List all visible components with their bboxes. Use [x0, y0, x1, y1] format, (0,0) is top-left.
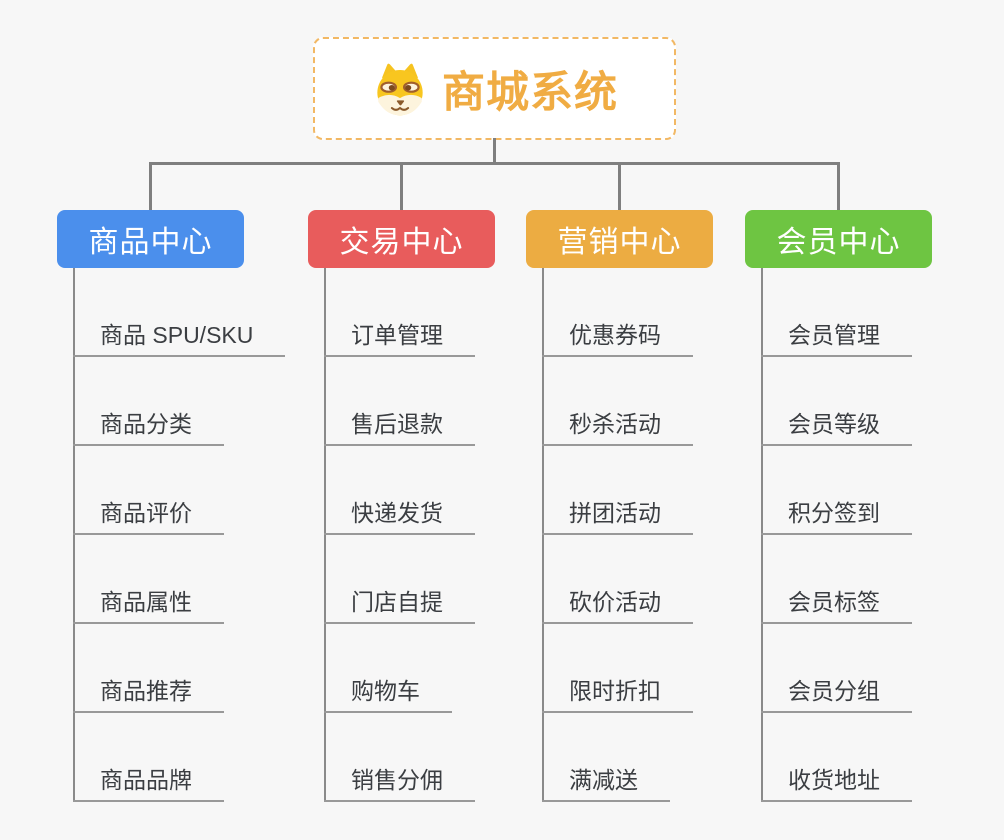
branch-children-trade-center: 订单管理 售后退款 快递发货 门店自提 购物车 销售分佣	[308, 268, 558, 808]
child-node[interactable]: 商品品牌	[73, 766, 224, 802]
branch-children-product-center: 商品 SPU/SKU 商品分类 商品评价 商品属性 商品推荐 商品品牌	[57, 268, 307, 808]
child-node[interactable]: 商品 SPU/SKU	[73, 321, 286, 357]
branch-node-member-center[interactable]: 会员中心	[745, 210, 932, 268]
child-node[interactable]: 秒杀活动	[542, 410, 693, 446]
child-node[interactable]: 优惠券码	[542, 321, 693, 357]
dog-face-icon	[377, 63, 423, 115]
branch-children-marketing-center: 优惠券码 秒杀活动 拼团活动 砍价活动 限时折扣 满减送	[526, 268, 776, 808]
connector-branch-stem	[618, 162, 621, 210]
branch-node-trade-center[interactable]: 交易中心	[308, 210, 495, 268]
connector-child-vline	[542, 268, 544, 802]
child-node[interactable]: 销售分佣	[324, 766, 475, 802]
child-node[interactable]: 商品推荐	[73, 677, 224, 713]
child-node[interactable]: 快递发货	[324, 499, 475, 535]
root-title: 商城系统	[442, 68, 618, 117]
child-node[interactable]: 商品属性	[73, 588, 224, 624]
child-node[interactable]: 售后退款	[324, 410, 475, 446]
child-node[interactable]: 门店自提	[324, 588, 475, 624]
child-node[interactable]: 砍价活动	[542, 588, 693, 624]
connector-horizontal-bar	[149, 162, 840, 165]
child-node[interactable]: 拼团活动	[542, 499, 693, 535]
branch-children-member-center: 会员管理 会员等级 积分签到 会员标签 会员分组 收货地址	[745, 268, 995, 808]
child-node[interactable]: 会员标签	[761, 588, 912, 624]
branch-node-product-center[interactable]: 商品中心	[57, 210, 244, 268]
child-node[interactable]: 商品评价	[73, 499, 224, 535]
child-node[interactable]: 会员等级	[761, 410, 912, 446]
connector-branch-stem	[149, 162, 152, 210]
connector-child-vline	[761, 268, 763, 802]
connector-root-stem	[493, 138, 496, 165]
connector-child-vline	[73, 268, 75, 802]
child-node[interactable]: 购物车	[324, 677, 452, 713]
child-node[interactable]: 订单管理	[324, 321, 475, 357]
child-node[interactable]: 积分签到	[761, 499, 912, 535]
connector-branch-stem	[837, 162, 840, 210]
branch-node-marketing-center[interactable]: 营销中心	[526, 210, 713, 268]
child-node[interactable]: 会员管理	[761, 321, 912, 357]
child-node[interactable]: 限时折扣	[542, 677, 693, 713]
connector-branch-stem	[400, 162, 403, 210]
child-node[interactable]: 会员分组	[761, 677, 912, 713]
child-node[interactable]: 收货地址	[761, 766, 912, 802]
child-node[interactable]: 满减送	[542, 766, 670, 802]
connector-child-vline	[324, 268, 326, 802]
root-node[interactable]: 商城系统	[313, 37, 676, 140]
child-node[interactable]: 商品分类	[73, 410, 224, 446]
